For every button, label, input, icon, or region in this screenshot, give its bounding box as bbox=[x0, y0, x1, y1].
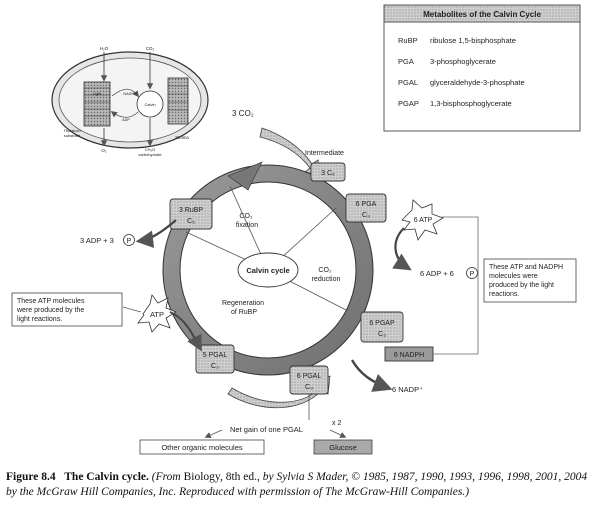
box-3c6: 3 C₆ bbox=[310, 162, 346, 182]
legend-name-rubp: ribulose 1,5-bisphosphate bbox=[430, 36, 516, 45]
adp-left-label: 3 ADP + 3 bbox=[80, 236, 114, 245]
legend-title: Metabolites of the Calvin Cycle bbox=[423, 10, 541, 19]
svg-text:6 PGAL: 6 PGAL bbox=[297, 373, 322, 380]
caption-book: Biology, 8th ed., bbox=[183, 471, 260, 483]
caption-label: Figure 8.4 bbox=[6, 471, 56, 483]
svg-text:6 PGAP: 6 PGAP bbox=[369, 320, 395, 327]
svg-text:ATP: ATP bbox=[150, 310, 164, 319]
box-6-pgal: 6 PGAL C₃ bbox=[289, 365, 329, 395]
intermediate-label: Intermediate bbox=[305, 150, 344, 157]
svg-text:3 C₆: 3 C₆ bbox=[321, 170, 335, 177]
adp-mini: ADP bbox=[122, 118, 130, 122]
atp-burst-right bbox=[401, 199, 444, 241]
svg-text:C₃: C₃ bbox=[211, 363, 219, 370]
nadp-out-label: 6 NADP⁺ bbox=[392, 385, 423, 394]
reduction-label: CO₂ reduction bbox=[312, 267, 341, 283]
box-6-pgap: 6 PGAP C₃ bbox=[360, 311, 404, 343]
co2-label: CO₂ bbox=[146, 46, 155, 51]
svg-text:C₃: C₃ bbox=[362, 212, 370, 219]
pgal-exit-arrow bbox=[227, 375, 331, 409]
svg-text:P: P bbox=[470, 271, 475, 278]
metabolites-legend: Metabolites of the Calvin Cycle RuBP ribu… bbox=[383, 4, 581, 132]
legend-abbr-pgap: PGAP bbox=[398, 99, 419, 108]
note-right: These ATP and NADPH molecules were produ… bbox=[489, 264, 565, 298]
glucose-box bbox=[313, 439, 373, 455]
thylakoid-stack-left bbox=[83, 81, 111, 127]
left-atp-group: 3 ADP + 3 P ATP These ATP molecules were… bbox=[11, 219, 202, 352]
caption-title: The Calvin cycle. bbox=[64, 471, 149, 483]
svg-text:P: P bbox=[127, 238, 132, 245]
box-6-nadph: 6 NADPH bbox=[384, 346, 434, 362]
svg-text:C₃: C₃ bbox=[378, 331, 386, 338]
box-3-rubp: 3 RuBP C₅ bbox=[169, 198, 213, 230]
regeneration-label: Regeneration of RuBP bbox=[222, 300, 266, 316]
stroma-label: Stroma bbox=[175, 135, 189, 140]
note-left: These ATP molecules were produced by the… bbox=[16, 298, 86, 323]
other-molecules-box bbox=[139, 439, 265, 455]
caption-rest: by Sylvia S Mader, © 1985, 1987, 1990, 1… bbox=[6, 471, 588, 498]
x2-label: x 2 bbox=[332, 420, 341, 427]
cycle-center-label: Calvin cycle bbox=[246, 266, 289, 275]
light-label: Light bbox=[93, 91, 103, 96]
glucose-label: Glucose bbox=[329, 443, 357, 452]
svg-text:6 ATP: 6 ATP bbox=[414, 217, 433, 224]
legend-abbr-pga: PGA bbox=[398, 57, 414, 66]
other-molecules-label: Other organic molecules bbox=[161, 443, 243, 452]
caption-open: (From bbox=[151, 471, 181, 483]
svg-text:6 NADPH: 6 NADPH bbox=[394, 352, 424, 359]
h2o-label: H₂O bbox=[100, 46, 109, 51]
adp-right-label: 6 ADP + 6 bbox=[420, 269, 454, 278]
fixation-label: CO₂ fixation bbox=[236, 213, 258, 229]
phosphate-circle-left bbox=[123, 234, 135, 246]
legend-name-pga: 3-phosphoglycerate bbox=[430, 57, 496, 66]
svg-text:6 PGA: 6 PGA bbox=[356, 201, 377, 208]
legend-name-pgal: glyceraldehyde-3-phosphate bbox=[430, 78, 525, 87]
phosphate-circle-right bbox=[466, 267, 478, 279]
legend-abbr-pgal: PGAL bbox=[398, 78, 418, 87]
box-6-pga: 6 PGA C₃ bbox=[345, 193, 387, 223]
svg-text:3 RuBP: 3 RuBP bbox=[179, 207, 203, 214]
light-line-1: Light bbox=[93, 91, 103, 96]
o2-label: O₂ bbox=[101, 148, 107, 153]
nadph-mini: NADPH bbox=[123, 92, 137, 96]
chloroplast-inset: H₂O CO₂ Light Calvin NADPH ADP Thylakoid… bbox=[51, 46, 209, 157]
svg-text:C₅: C₅ bbox=[187, 218, 195, 225]
legend-name-pgap: 1,3-bisphosphoglycerate bbox=[430, 99, 512, 108]
calvin-mini-label: Calvin bbox=[144, 102, 155, 107]
figure-caption: Figure 8.4 The Calvin cycle. (From Biolo… bbox=[6, 470, 594, 500]
products-group: Net gain of one PGAL x 2 Other organic m… bbox=[139, 394, 373, 455]
svg-text:5 PGAL: 5 PGAL bbox=[203, 352, 228, 359]
legend-abbr-rubp: RuBP bbox=[398, 36, 418, 45]
calvin-cycle-wheel: Calvin cycle CO₂ fixation CO₂ reduction … bbox=[162, 161, 374, 376]
net-gain-label: Net gain of one PGAL bbox=[230, 425, 303, 434]
atp-burst-left bbox=[137, 294, 177, 333]
svg-text:C₃: C₃ bbox=[305, 384, 313, 391]
co2-input-label: 3 CO₂ bbox=[232, 109, 254, 118]
right-atp-group: 6 ATP 6 ADP + 6 P These ATP and NADPH mo… bbox=[350, 199, 577, 394]
thylakoid-stack-right bbox=[167, 77, 189, 125]
box-5-pgal: 5 PGAL C₃ bbox=[195, 344, 235, 374]
